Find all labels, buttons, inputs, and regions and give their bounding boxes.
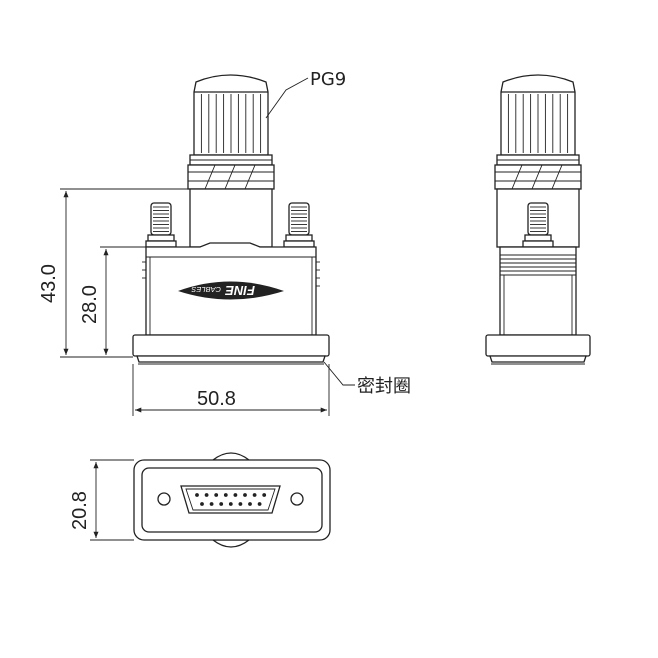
- side-gland-nut: [496, 74, 580, 166]
- mounting-hole-right: [290, 492, 304, 506]
- pg9-label: PG9: [310, 69, 346, 90]
- gland-thread: [187, 164, 275, 190]
- dim-total-height: 43.0: [38, 188, 188, 358]
- front-view: FINE CABLES PG9 密封圈 43.0 28.0: [38, 69, 411, 416]
- dsub-pin: [209, 502, 214, 506]
- mounting-hole-left: [157, 492, 171, 506]
- dsub-shell: [180, 485, 281, 514]
- brand-sub-text: CABLES: [191, 285, 221, 294]
- neck: [189, 188, 273, 248]
- side-view: [485, 74, 591, 365]
- dsub-pin: [200, 502, 204, 506]
- dim-body-height: 28.0: [79, 246, 146, 358]
- dsub-pin: [262, 493, 267, 497]
- side-flange: [485, 334, 591, 365]
- brand-main-text: FINE: [225, 283, 255, 298]
- dim-face-height: 20.8: [69, 459, 134, 541]
- side-jack-screw: [522, 202, 554, 248]
- dsub-pin: [223, 493, 228, 497]
- dsub-pin: [204, 493, 209, 497]
- side-housing: [499, 246, 577, 336]
- flange-base: [132, 334, 330, 365]
- dim-face-height-value: 20.8: [69, 491, 91, 530]
- dsub-pin: [238, 502, 243, 506]
- dim-base-width-value: 50.8: [197, 388, 236, 410]
- seal-label: 密封圈: [357, 376, 411, 397]
- dsub-pin: [233, 493, 238, 497]
- dim-body-height-value: 28.0: [79, 285, 101, 324]
- jack-screw-right: [283, 202, 315, 248]
- gland-nut: [189, 74, 273, 166]
- jack-screw-left: [145, 202, 177, 248]
- dsub-pin: [252, 493, 257, 497]
- dsub-pin: [248, 502, 252, 506]
- dsub-pin: [214, 493, 219, 497]
- dsub-pin: [257, 502, 262, 506]
- face-view: 20.8: [69, 452, 331, 548]
- dim-base-width: 50.8: [132, 364, 330, 416]
- side-gland-thread: [494, 164, 582, 190]
- dsub-pin: [243, 493, 247, 497]
- dsub-pins: [195, 493, 267, 506]
- dsub-pin: [219, 502, 224, 506]
- brand-logo: FINE CABLES: [178, 281, 284, 300]
- dsub-pin: [195, 493, 199, 497]
- dim-total-height-value: 43.0: [38, 264, 60, 303]
- dsub-pin: [228, 502, 233, 506]
